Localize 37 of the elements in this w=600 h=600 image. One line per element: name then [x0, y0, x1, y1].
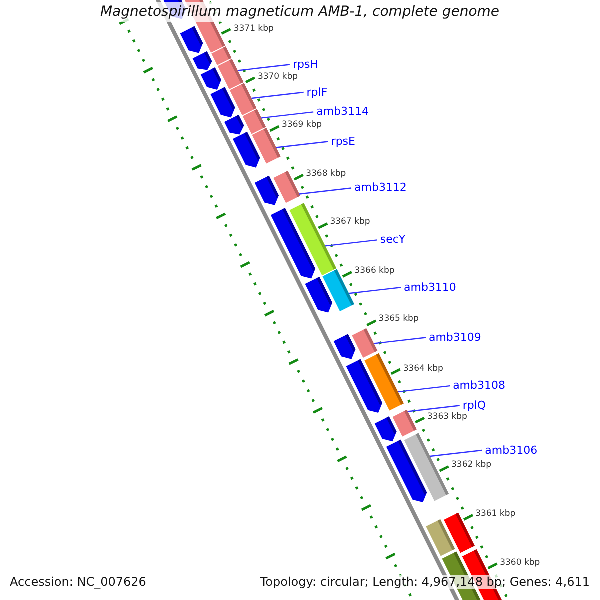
scale-label: 3360 kbp [500, 558, 540, 568]
scale-label: 3363 kbp [427, 413, 468, 422]
gene-label: amb3114 [316, 106, 370, 118]
genome-info-text: Topology: circular; Length: 4,967,148 bp; Genes: 4,611 [258, 575, 592, 589]
gene-label: amb3109 [428, 332, 482, 343]
gene-label: amb3112 [354, 182, 407, 194]
leader-line [299, 188, 352, 195]
gene-bar [352, 328, 378, 358]
gene-label: rplQ [462, 400, 486, 411]
gene-label: amb3110 [404, 282, 456, 293]
gene-bar [392, 410, 417, 437]
gene-label: rpsE [331, 136, 356, 147]
leader-line [238, 64, 290, 72]
gene-label: rplF [306, 86, 328, 98]
leader-line [374, 337, 426, 344]
leader-line [348, 287, 402, 294]
gene-bar [364, 354, 404, 411]
scale-label: 3371 kbp [234, 24, 274, 34]
gene-label: rpsH [292, 58, 318, 70]
leader-line [408, 405, 460, 412]
leader-line [325, 240, 378, 247]
gene-label: amb3108 [453, 380, 506, 392]
gene-label: amb3106 [485, 444, 538, 456]
gene-bar [274, 170, 300, 204]
gene-bar [252, 128, 281, 164]
scale-label: 3367 kbp [330, 218, 370, 226]
scale-label: 3361 kbp [476, 510, 516, 518]
gene-bar [230, 83, 257, 116]
leader-line [252, 92, 304, 100]
leader-line [276, 141, 328, 148]
gene-bar [322, 269, 354, 312]
gene-label: secY [380, 234, 406, 246]
accession-text: Accession: NC_007626 [8, 575, 148, 589]
leader-line [398, 385, 450, 393]
leader-line [430, 450, 482, 458]
leader-line [262, 112, 314, 119]
gene-bar [242, 109, 266, 134]
